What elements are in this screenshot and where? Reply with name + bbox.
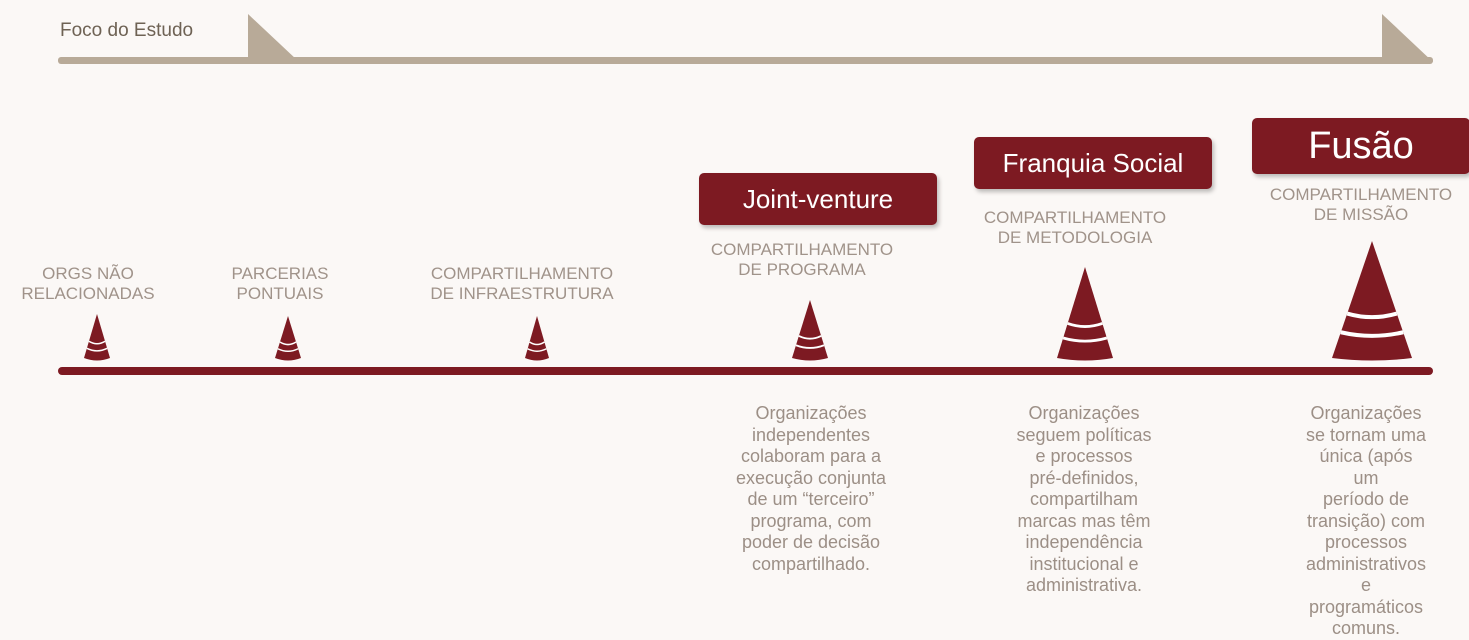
stage-label-metodologia: COMPARTILHAMENTO DE METODOLOGIA <box>983 208 1167 247</box>
timeline-bar <box>58 367 1433 375</box>
stage-cone-5 <box>1057 267 1113 361</box>
focus-arrow-shaft <box>58 57 1433 64</box>
stage-cone-2 <box>275 316 301 361</box>
stage-cone-1 <box>84 314 110 361</box>
stage-cone-6 <box>1332 241 1412 361</box>
stage-label-programa: COMPARTILHAMENTO DE PROGRAMA <box>710 240 894 279</box>
stage-label-infraestrutura: COMPARTILHAMENTO DE INFRAESTRUTURA <box>430 264 614 303</box>
title-joint-venture: Joint-venture <box>699 173 937 225</box>
description-fusao: Organizações se tornam uma única (após u… <box>1305 403 1427 638</box>
stage-label-orgs-nao-relacionadas: ORGS NÃO RELACIONADAS <box>21 264 155 303</box>
focus-arrow <box>58 14 1433 64</box>
description-franquia-social: Organizações seguem políticas e processo… <box>1016 403 1152 595</box>
focus-label: Foco do Estudo <box>60 20 194 41</box>
integration-timeline <box>58 241 1433 375</box>
stage-cone-4 <box>792 300 828 361</box>
stage-label-missao: COMPARTILHAMENTO DE MISSÃO <box>1269 185 1453 224</box>
title-fusao: Fusão <box>1252 118 1469 174</box>
description-joint-venture: Organizações independentes colaboram par… <box>735 403 887 574</box>
title-franquia-social: Franquia Social <box>974 137 1212 189</box>
focus-arrow-start-wedge <box>248 14 297 60</box>
focus-arrow-head <box>1382 14 1433 62</box>
stage-cone-3 <box>525 316 549 361</box>
stage-label-parcerias-pontuais: PARCERIAS PONTUAIS <box>231 264 329 303</box>
